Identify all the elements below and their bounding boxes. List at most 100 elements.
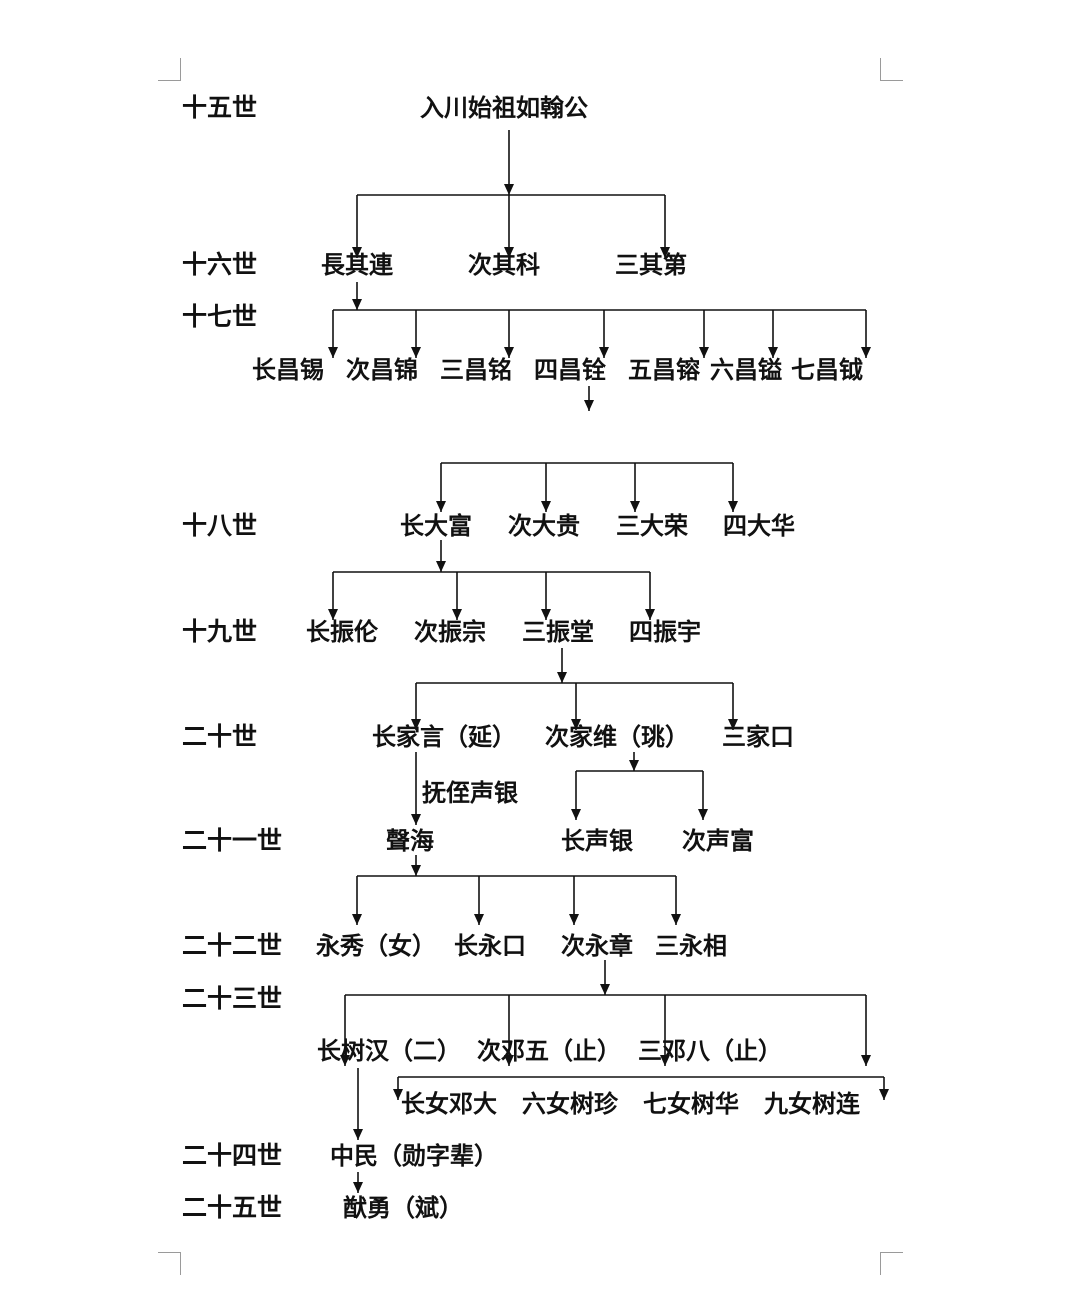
arrow-head-70 — [352, 914, 362, 925]
person-g17-4: 四昌铨 — [534, 356, 606, 384]
arrow-head-45 — [541, 609, 551, 620]
corner-mark-bottom-right — [880, 1252, 903, 1275]
arrow-head-67 — [411, 865, 421, 876]
arrow-head-19 — [599, 347, 609, 358]
arrow-head-54 — [571, 719, 581, 730]
daughter-g23-3: 七女树华 — [643, 1090, 739, 1118]
arrow-head-10 — [352, 299, 362, 310]
arrow-head-49 — [557, 672, 567, 683]
person-g19-4: 四振宇 — [629, 618, 701, 646]
person-g19-3: 三振堂 — [522, 618, 594, 646]
gen-label-22: 二十二世 — [182, 931, 283, 960]
arrow-head-92 — [879, 1089, 889, 1100]
person-g18-1: 长大富 — [400, 512, 472, 540]
person-g18-3: 三大荣 — [616, 512, 688, 540]
gen-label-19: 十九世 — [182, 617, 258, 646]
arrow-head-13 — [328, 347, 338, 358]
arrow-head-1 — [504, 184, 514, 195]
arrow-head-25 — [861, 347, 871, 358]
corner-mark-top-right — [880, 58, 903, 81]
arrow-head-78 — [600, 984, 610, 995]
arrow-head-90 — [393, 1089, 403, 1100]
arrow-head-85 — [660, 1055, 670, 1066]
person-g22-1: 永秀（女） — [316, 932, 436, 960]
arrow-head-34 — [630, 501, 640, 512]
person-g22-3: 次永章 — [561, 932, 633, 960]
arrow-head-94 — [353, 1129, 363, 1140]
person-g16-1: 長其連 — [321, 251, 393, 279]
arrow-head-72 — [474, 914, 484, 925]
arrow-head-60 — [629, 760, 639, 771]
person-g19-1: 长振伦 — [306, 618, 378, 646]
person-g20-2: 次家维（珧） — [545, 723, 689, 751]
arrow-head-4 — [352, 247, 362, 258]
person-g18-2: 次大贵 — [508, 512, 580, 540]
arrow-head-21 — [699, 347, 709, 358]
person-g17-6: 六昌镒 — [710, 356, 782, 384]
arrow-head-32 — [541, 501, 551, 512]
arrow-head-56 — [728, 719, 738, 730]
daughter-g23-1: 长女邓大 — [401, 1090, 497, 1118]
person-g23-3: 三邓八（止） — [638, 1037, 782, 1065]
person-g19-2: 次振宗 — [414, 618, 486, 646]
gen-label-20: 二十世 — [182, 722, 258, 751]
arrow-head-38 — [436, 561, 446, 572]
arrow-head-43 — [452, 609, 462, 620]
person-g17-7: 七昌钺 — [791, 356, 863, 384]
arrow-head-76 — [671, 914, 681, 925]
arrow-head-96 — [353, 1182, 363, 1193]
arrow-head-58 — [411, 814, 421, 825]
person-founder: 入川始祖如翰公 — [420, 94, 588, 122]
arrow-head-41 — [328, 609, 338, 620]
arrow-head-63 — [571, 809, 581, 820]
person-g21-3: 次声富 — [682, 827, 754, 855]
arrow-head-87 — [861, 1055, 871, 1066]
person-g21-1: 聲海 — [386, 827, 434, 855]
arrow-head-83 — [504, 1055, 514, 1066]
arrow-head-30 — [436, 501, 446, 512]
corner-mark-top-left — [158, 58, 181, 81]
arrow-head-27 — [584, 400, 594, 411]
arrow-head-23 — [768, 347, 778, 358]
adoption-note: 抚侄声银 — [422, 779, 518, 807]
arrow-head-36 — [728, 501, 738, 512]
arrow-head-8 — [660, 247, 670, 258]
person-g21-2: 长声银 — [561, 827, 633, 855]
arrow-head-47 — [645, 609, 655, 620]
person-g23-2: 次邓五（止） — [477, 1037, 621, 1065]
daughter-g23-2: 六女树珍 — [522, 1090, 618, 1118]
gen-label-17: 十七世 — [182, 302, 258, 331]
person-g17-1: 长昌锡 — [252, 356, 324, 384]
person-g25: 猷勇（斌） — [343, 1194, 463, 1222]
person-g18-4: 四大华 — [723, 512, 795, 540]
person-g17-5: 五昌镕 — [628, 356, 700, 384]
gen-label-16: 十六世 — [182, 250, 258, 279]
arrow-head-52 — [411, 719, 421, 730]
gen-label-18: 十八世 — [182, 511, 258, 540]
person-g17-3: 三昌铭 — [440, 356, 512, 384]
person-g16-2: 次其科 — [468, 251, 540, 279]
gen-label-21: 二十一世 — [182, 826, 283, 855]
person-g20-1: 长家言（延） — [372, 723, 516, 751]
arrow-head-81 — [340, 1055, 350, 1066]
person-g22-4: 三永相 — [655, 932, 727, 960]
arrow-head-74 — [569, 914, 579, 925]
arrow-head-6 — [504, 247, 514, 258]
person-g20-3: 三家口 — [722, 723, 794, 751]
person-g23-1: 长树汉（二） — [317, 1037, 461, 1065]
gen-label-23: 二十三世 — [182, 984, 283, 1013]
person-g22-2: 长永口 — [454, 932, 526, 960]
gen-label-15: 十五世 — [182, 93, 258, 122]
gen-label-25: 二十五世 — [182, 1193, 283, 1222]
arrow-head-17 — [504, 347, 514, 358]
daughter-g23-4: 九女树连 — [764, 1090, 860, 1118]
person-g16-3: 三其第 — [615, 251, 687, 279]
corner-mark-bottom-left — [158, 1252, 181, 1275]
person-g17-2: 次昌锦 — [346, 356, 418, 384]
gen-label-24: 二十四世 — [182, 1141, 283, 1170]
arrow-head-15 — [411, 347, 421, 358]
person-g24: 中民（勋字辈） — [330, 1142, 498, 1170]
arrow-head-65 — [698, 809, 708, 820]
